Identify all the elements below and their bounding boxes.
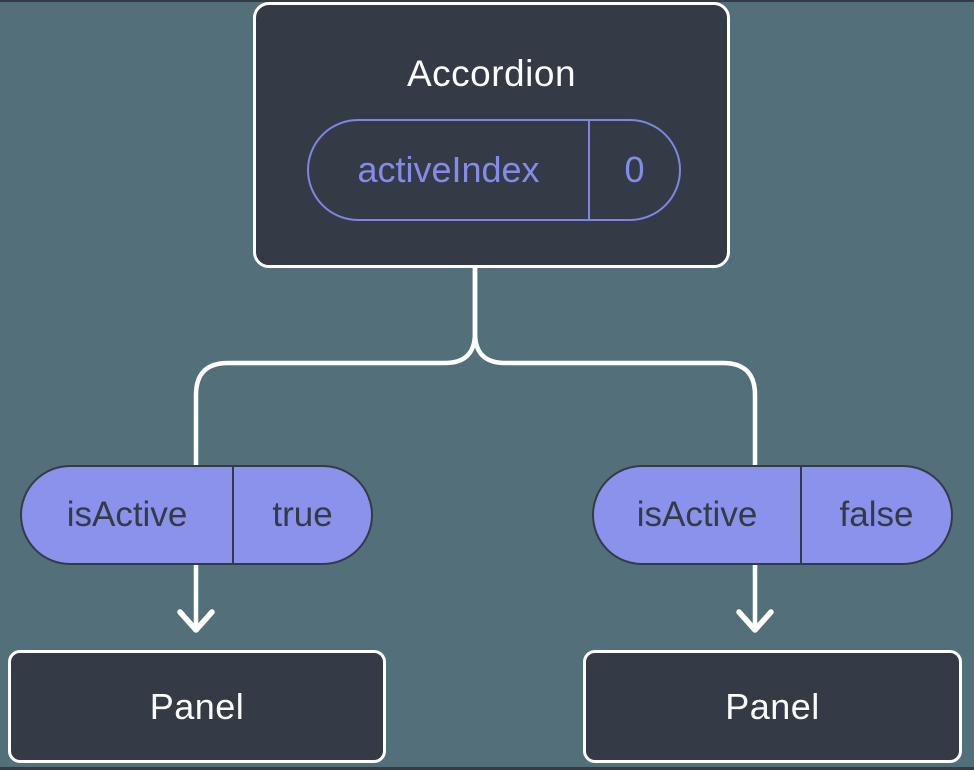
panel-node-left: Panel bbox=[8, 650, 386, 763]
state-pill-isactive-false: isActive false bbox=[592, 465, 953, 565]
prop-value: 0 bbox=[624, 149, 645, 190]
prop-pill-activeindex: activeIndex 0 bbox=[307, 119, 681, 221]
state-name: isActive bbox=[594, 467, 802, 563]
bottom-edge-strip bbox=[0, 767, 974, 770]
state-value: true bbox=[272, 495, 333, 534]
state-value: false bbox=[839, 495, 914, 534]
prop-name: activeIndex bbox=[309, 121, 590, 219]
panel-label: Panel bbox=[725, 685, 820, 727]
connector-left bbox=[193, 265, 478, 631]
top-edge-strip bbox=[0, 0, 974, 2]
panel-node-right: Panel bbox=[583, 650, 962, 763]
panel-label: Panel bbox=[149, 685, 245, 727]
accordion-node: Accordion activeIndex 0 bbox=[253, 2, 730, 268]
arrow-down-icon bbox=[177, 609, 215, 633]
state-name: isActive bbox=[22, 467, 234, 563]
connector-right bbox=[472, 265, 758, 631]
accordion-node-title: Accordion bbox=[406, 53, 577, 94]
arrow-down-icon bbox=[736, 609, 774, 633]
state-pill-isactive-true: isActive true bbox=[20, 465, 373, 565]
